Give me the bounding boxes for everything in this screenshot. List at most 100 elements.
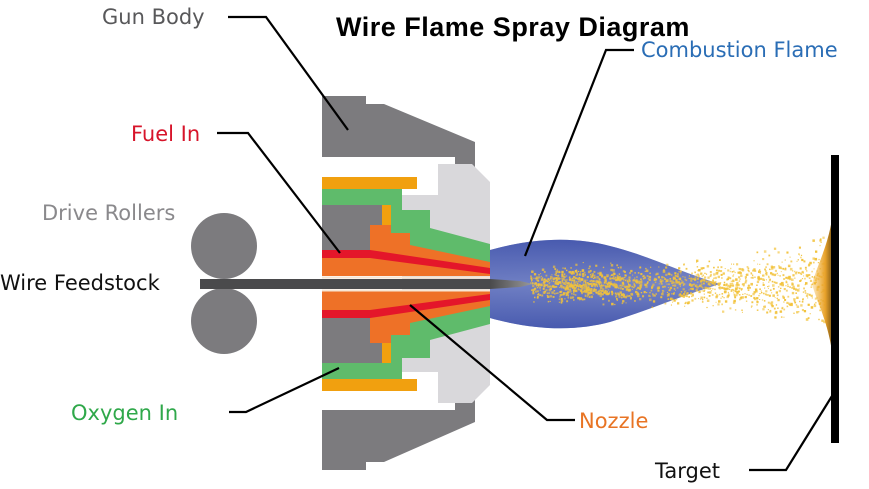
spray-particle [621,302,624,305]
spray-particle [648,278,651,281]
spray-particle [567,295,569,297]
spray-particle [602,266,605,269]
spray-particle [731,284,735,287]
spray-particle [587,286,590,288]
label-oxygen-in: Oxygen In [71,401,178,425]
spray-particle [688,275,690,277]
spray-particle [588,265,591,268]
spray-particle [537,293,539,296]
spray-particle [585,281,587,284]
spray-particle [669,288,672,291]
spray-particle [797,259,799,261]
spray-particle [746,273,749,276]
spray-particle [736,263,739,266]
spray-particle [708,260,711,263]
spray-particle [598,290,600,292]
spray-particle [570,286,573,289]
spray-particle [555,272,557,274]
spray-particle [672,293,675,295]
spray-particle [701,301,704,303]
spray-particle [622,293,625,295]
spray-particle [627,282,629,284]
spray-particle [810,284,813,286]
spray-particle [788,265,790,267]
spray-particle [735,284,739,287]
spray-particle [796,311,799,314]
spray-particle [651,285,654,288]
spray-particle [554,273,556,276]
spray-particle [810,294,813,297]
spray-particle [574,294,577,296]
spray-particle [576,277,579,280]
spray-particle [561,293,564,296]
spray-particle [564,279,566,282]
spray-particle [688,284,690,286]
spray-particle [738,287,741,290]
spray-particle [774,311,778,315]
spray-particle [787,285,789,288]
spray-particle [633,283,636,286]
spray-particle [651,286,653,289]
spray-particle [711,282,714,285]
spray-particle [741,311,743,313]
spray-particle [783,278,786,280]
spray-particle [628,283,630,285]
spray-particle [777,286,780,288]
spray-particle [564,283,567,286]
spray-particle [661,289,664,292]
spray-particle [547,295,550,298]
spray-particle [784,268,787,271]
spray-particle [754,288,758,291]
spray-particle [692,293,694,295]
spray-particle [713,266,715,269]
spray-particle [626,278,628,280]
spray-particle [582,291,585,293]
spray-particle [607,292,610,295]
spray-particle [727,269,730,272]
spray-particle [585,281,587,283]
spray-particle [624,286,627,289]
spray-particle [601,284,603,287]
spray-particle [672,284,674,287]
spray-particle [674,272,677,275]
spray-particle [598,281,601,284]
spray-particle [696,259,699,262]
spray-particle [547,285,550,288]
spray-particle [633,284,636,287]
spray-particle [543,271,546,273]
spray-particle [733,299,736,303]
spray-particle [680,291,683,293]
spray-particle [787,277,790,280]
spray-particle [541,268,545,271]
spray-particle [742,268,744,270]
spray-particle [566,282,568,284]
spray-particle [814,257,818,261]
spray-particle [732,289,735,292]
spray-particle [675,279,678,282]
spray-particle [540,283,542,285]
spray-particle [613,277,616,280]
spray-particle [775,291,778,294]
spray-particle [732,288,734,291]
spray-particle [561,279,563,281]
spray-particle [711,294,714,296]
spray-particle [592,289,595,292]
spray-particle [559,293,562,297]
spray-particle [553,290,556,292]
spray-particle [715,294,719,297]
spray-particle [726,295,729,299]
combustion-flame-shade [490,239,720,329]
spray-particle [676,275,679,278]
spray-particle [753,291,756,294]
spray-particle [715,301,717,303]
spray-particle [599,294,602,297]
spray-particle [672,276,675,279]
spray-particle [565,280,568,283]
spray-particle [552,296,555,298]
spray-particle [665,281,667,283]
spray-particle [717,275,720,279]
spray-particle [550,280,553,282]
spray-particle [664,278,667,280]
spray-particle [593,288,596,290]
